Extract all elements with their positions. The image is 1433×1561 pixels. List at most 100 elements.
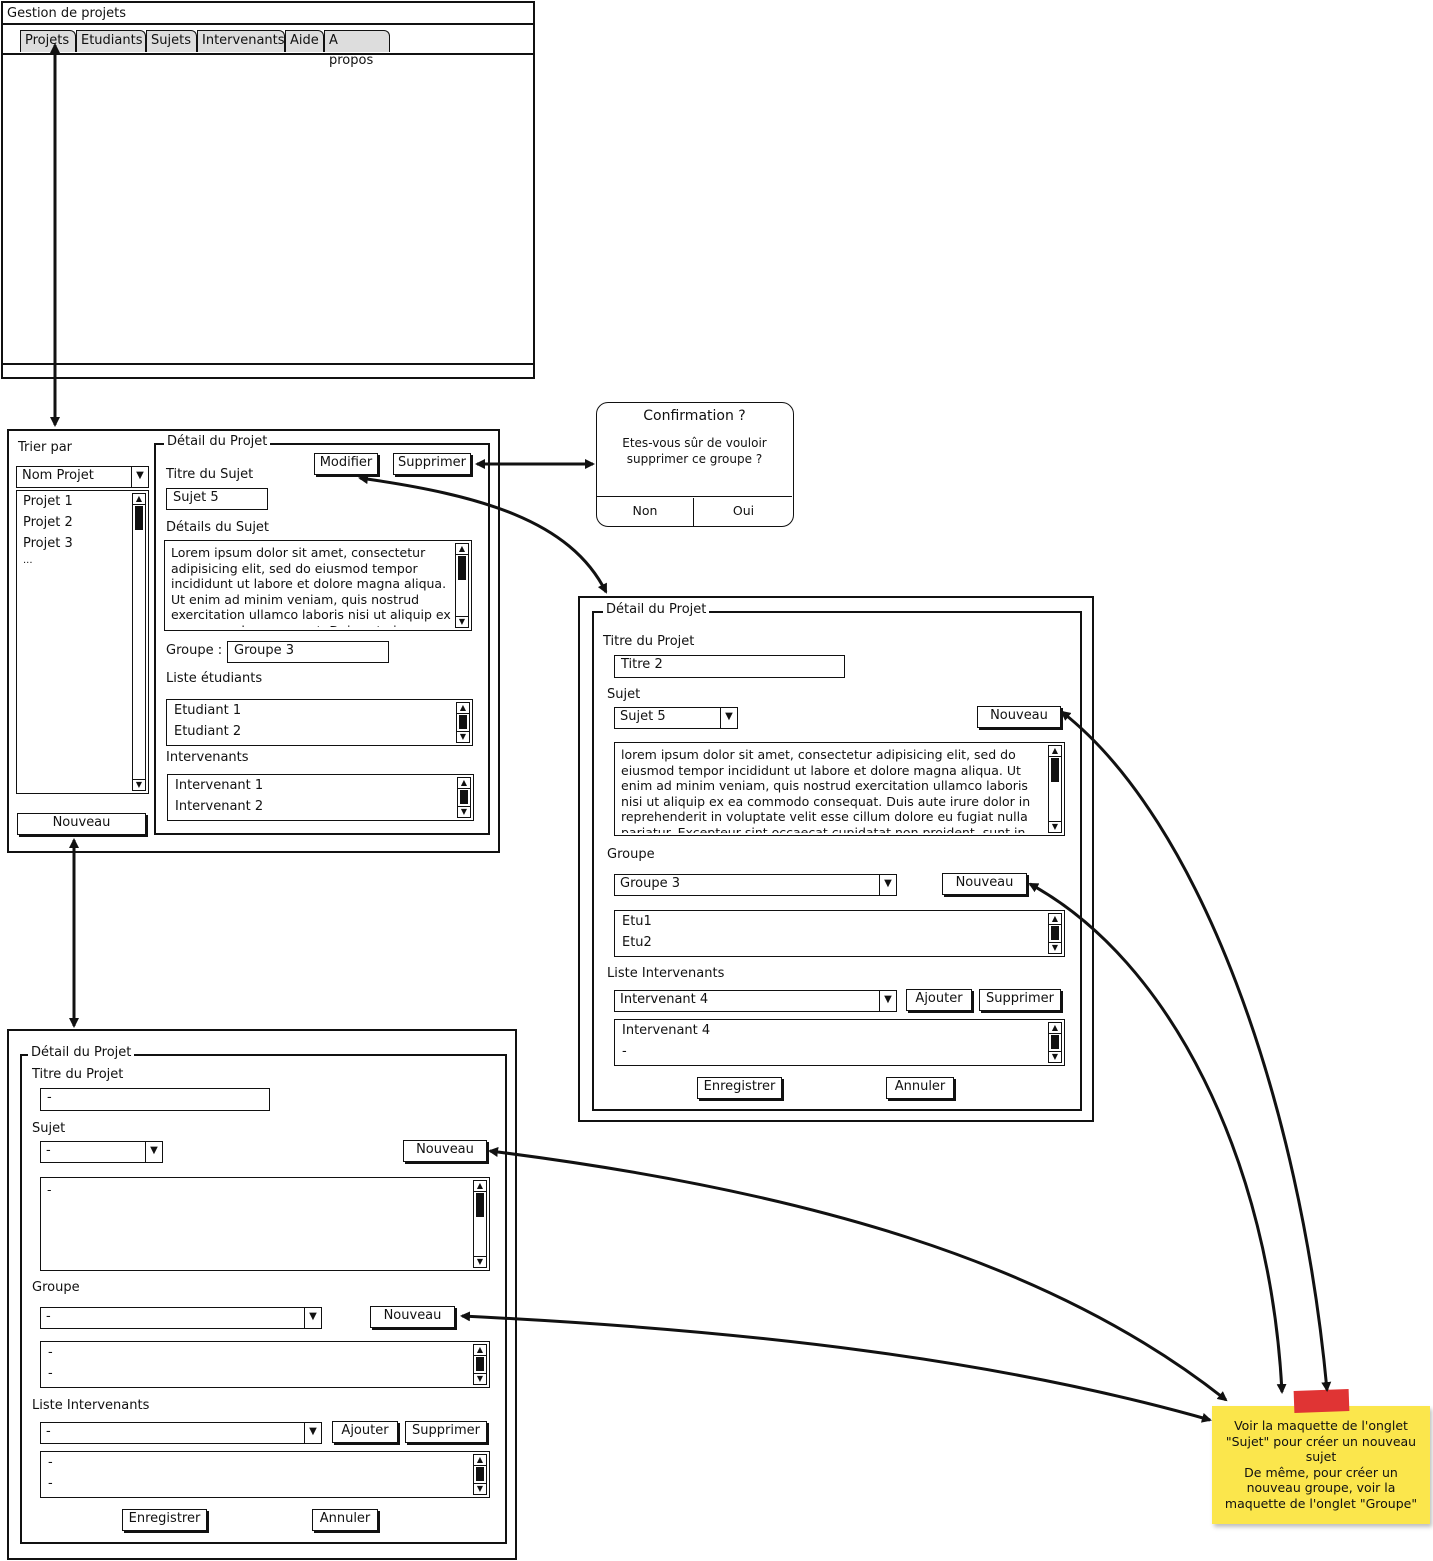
chevron-down-icon[interactable]: ▼ xyxy=(145,1142,162,1162)
scrollbar[interactable]: ▲▼ xyxy=(455,543,469,628)
list-item[interactable]: Projet 1 xyxy=(23,494,73,509)
new-project-button[interactable]: Nouveau xyxy=(17,813,146,835)
group-label: Groupe xyxy=(32,1280,80,1295)
tab-projets[interactable]: Projets xyxy=(20,30,76,52)
note-line: Voir la maquette de l'onglet xyxy=(1234,1418,1408,1433)
chevron-down-icon[interactable]: ▼ xyxy=(131,467,148,487)
list-item[interactable]: Etu1 xyxy=(622,914,652,929)
list-item[interactable]: Etudiant 1 xyxy=(174,703,242,718)
speakers-label: Liste Intervenants xyxy=(607,966,725,981)
subject-text: - xyxy=(47,1182,52,1197)
note-line: sujet xyxy=(1305,1449,1337,1464)
speakers-list[interactable]: Intervenant 4 - ▲▼ xyxy=(614,1019,1065,1066)
group-field[interactable]: Groupe 3 xyxy=(227,641,389,663)
app-window: Gestion de projets xyxy=(1,1,535,379)
group-label: Groupe xyxy=(607,847,655,862)
chevron-down-icon[interactable]: ▼ xyxy=(720,708,737,728)
tab-etudiants[interactable]: Etudiants xyxy=(76,30,146,52)
title-field[interactable]: - xyxy=(40,1088,270,1111)
scrollbar[interactable]: ▲▼ xyxy=(473,1180,487,1268)
save-button[interactable]: Enregistrer xyxy=(697,1077,782,1099)
speakers-list[interactable]: Intervenant 1 Intervenant 2 ▲▼ xyxy=(167,774,474,821)
group-members-list[interactable]: - - ▲▼ xyxy=(40,1341,490,1388)
project-list[interactable]: Projet 1 Projet 2 Projet 3 ... ▲▼ xyxy=(16,490,149,794)
new-subject-button[interactable]: Nouveau xyxy=(977,706,1061,728)
sort-select[interactable]: Nom Projet ▼ xyxy=(16,466,149,488)
scrollbar[interactable]: ▲▼ xyxy=(1048,745,1062,833)
yes-button[interactable]: Oui xyxy=(732,503,755,518)
list-item[interactable]: Intervenant 2 xyxy=(175,799,264,814)
list-item[interactable]: Etudiant 2 xyxy=(174,724,242,739)
new-group-button[interactable]: Nouveau xyxy=(370,1306,455,1328)
arrow-bottom-subject-to-note xyxy=(488,1147,1228,1402)
note-line: maquette de l'onglet "Groupe" xyxy=(1224,1495,1418,1511)
new-group-button[interactable]: Nouveau xyxy=(942,873,1027,895)
subject-select[interactable]: Sujet 5 ▼ xyxy=(614,707,738,729)
subject-text-area[interactable]: lorem ipsum dolor sit amet, consectetur … xyxy=(614,742,1065,836)
title-field[interactable]: Titre 2 xyxy=(614,655,845,678)
chevron-down-icon[interactable]: ▼ xyxy=(304,1423,321,1443)
subject-label: Sujet xyxy=(32,1121,66,1136)
scrollbar[interactable]: ▲▼ xyxy=(473,1454,487,1495)
students-list[interactable]: Etudiant 1 Etudiant 2 ▲▼ xyxy=(166,699,473,746)
list-item[interactable]: Etu2 xyxy=(622,935,652,950)
list-item[interactable]: Intervenant 4 xyxy=(622,1023,711,1038)
scrollbar[interactable]: ▲▼ xyxy=(132,493,146,791)
tab-intervenants[interactable]: Intervenants xyxy=(197,30,285,52)
speakers-list[interactable]: - - ▲▼ xyxy=(40,1451,490,1498)
group-select[interactable]: Groupe 3 ▼ xyxy=(614,874,897,896)
note-line: "Sujet" pour créer un nouveau xyxy=(1225,1433,1417,1449)
group-select[interactable]: - ▼ xyxy=(40,1307,322,1329)
note-line: De même, pour créer un xyxy=(1244,1464,1398,1480)
tab-a-propos[interactable]: A propos xyxy=(324,30,390,68)
cancel-button[interactable]: Annuler xyxy=(312,1509,378,1531)
subject-text-area[interactable]: - ▲▼ xyxy=(40,1177,490,1271)
subject-details-label: Détails du Sujet xyxy=(166,520,270,535)
remove-speaker-button[interactable]: Supprimer xyxy=(405,1421,487,1443)
dialog-title: Confirmation ? xyxy=(643,408,746,424)
list-item[interactable]: - xyxy=(48,1366,53,1381)
chevron-down-icon[interactable]: ▼ xyxy=(879,991,896,1011)
speaker-select-value: - xyxy=(46,1424,51,1439)
subject-select-value: - xyxy=(46,1143,51,1158)
scrollbar[interactable]: ▲▼ xyxy=(456,702,470,743)
title-label: Titre du Projet xyxy=(603,634,695,649)
no-button[interactable]: Non xyxy=(597,498,694,526)
delete-button[interactable]: Supprimer xyxy=(393,453,471,475)
add-speaker-button[interactable]: Ajouter xyxy=(332,1421,398,1443)
list-item[interactable]: - xyxy=(48,1345,53,1360)
cancel-button[interactable]: Annuler xyxy=(886,1077,954,1099)
group-legend: Détail du Projet xyxy=(164,434,271,449)
new-subject-button[interactable]: Nouveau xyxy=(403,1140,487,1162)
chevron-down-icon[interactable]: ▼ xyxy=(304,1308,321,1328)
list-item[interactable]: - xyxy=(48,1455,53,1470)
tab-aide[interactable]: Aide xyxy=(285,30,324,52)
list-item[interactable]: Projet 2 xyxy=(23,515,73,530)
group-members-list[interactable]: Etu1 Etu2 ▲▼ xyxy=(614,910,1065,957)
edit-button[interactable]: Modifier xyxy=(314,453,378,475)
tab-sujets[interactable]: Sujets xyxy=(146,30,197,52)
list-item[interactable]: - xyxy=(622,1044,627,1059)
group-select-value: - xyxy=(46,1309,51,1324)
subject-select[interactable]: - ▼ xyxy=(40,1141,163,1163)
speaker-select[interactable]: - ▼ xyxy=(40,1422,322,1444)
note-line: nouveau groupe, voir la xyxy=(1246,1480,1396,1495)
list-item[interactable]: Intervenant 1 xyxy=(175,778,264,793)
remove-speaker-button[interactable]: Supprimer xyxy=(979,989,1061,1011)
sort-select-value: Nom Projet xyxy=(22,468,94,483)
chevron-down-icon[interactable]: ▼ xyxy=(879,875,896,895)
scrollbar[interactable]: ▲▼ xyxy=(473,1344,487,1385)
scrollbar[interactable]: ▲▼ xyxy=(1048,913,1062,954)
speaker-select[interactable]: Intervenant 4 ▼ xyxy=(614,990,897,1012)
add-speaker-button[interactable]: Ajouter xyxy=(906,989,972,1011)
list-item[interactable]: Projet 3 xyxy=(23,536,73,551)
scrollbar[interactable]: ▲▼ xyxy=(1048,1022,1062,1063)
subject-title-field[interactable]: Sujet 5 xyxy=(166,488,268,510)
subject-select-value: Sujet 5 xyxy=(620,709,666,724)
scrollbar[interactable]: ▲▼ xyxy=(457,777,471,818)
list-item: ... xyxy=(23,555,33,566)
subject-details-textarea[interactable]: Lorem ipsum dolor sit amet, consectetur … xyxy=(164,540,472,631)
list-item[interactable]: - xyxy=(48,1476,53,1491)
save-button[interactable]: Enregistrer xyxy=(122,1509,207,1531)
dialog-button-bar xyxy=(597,496,792,497)
